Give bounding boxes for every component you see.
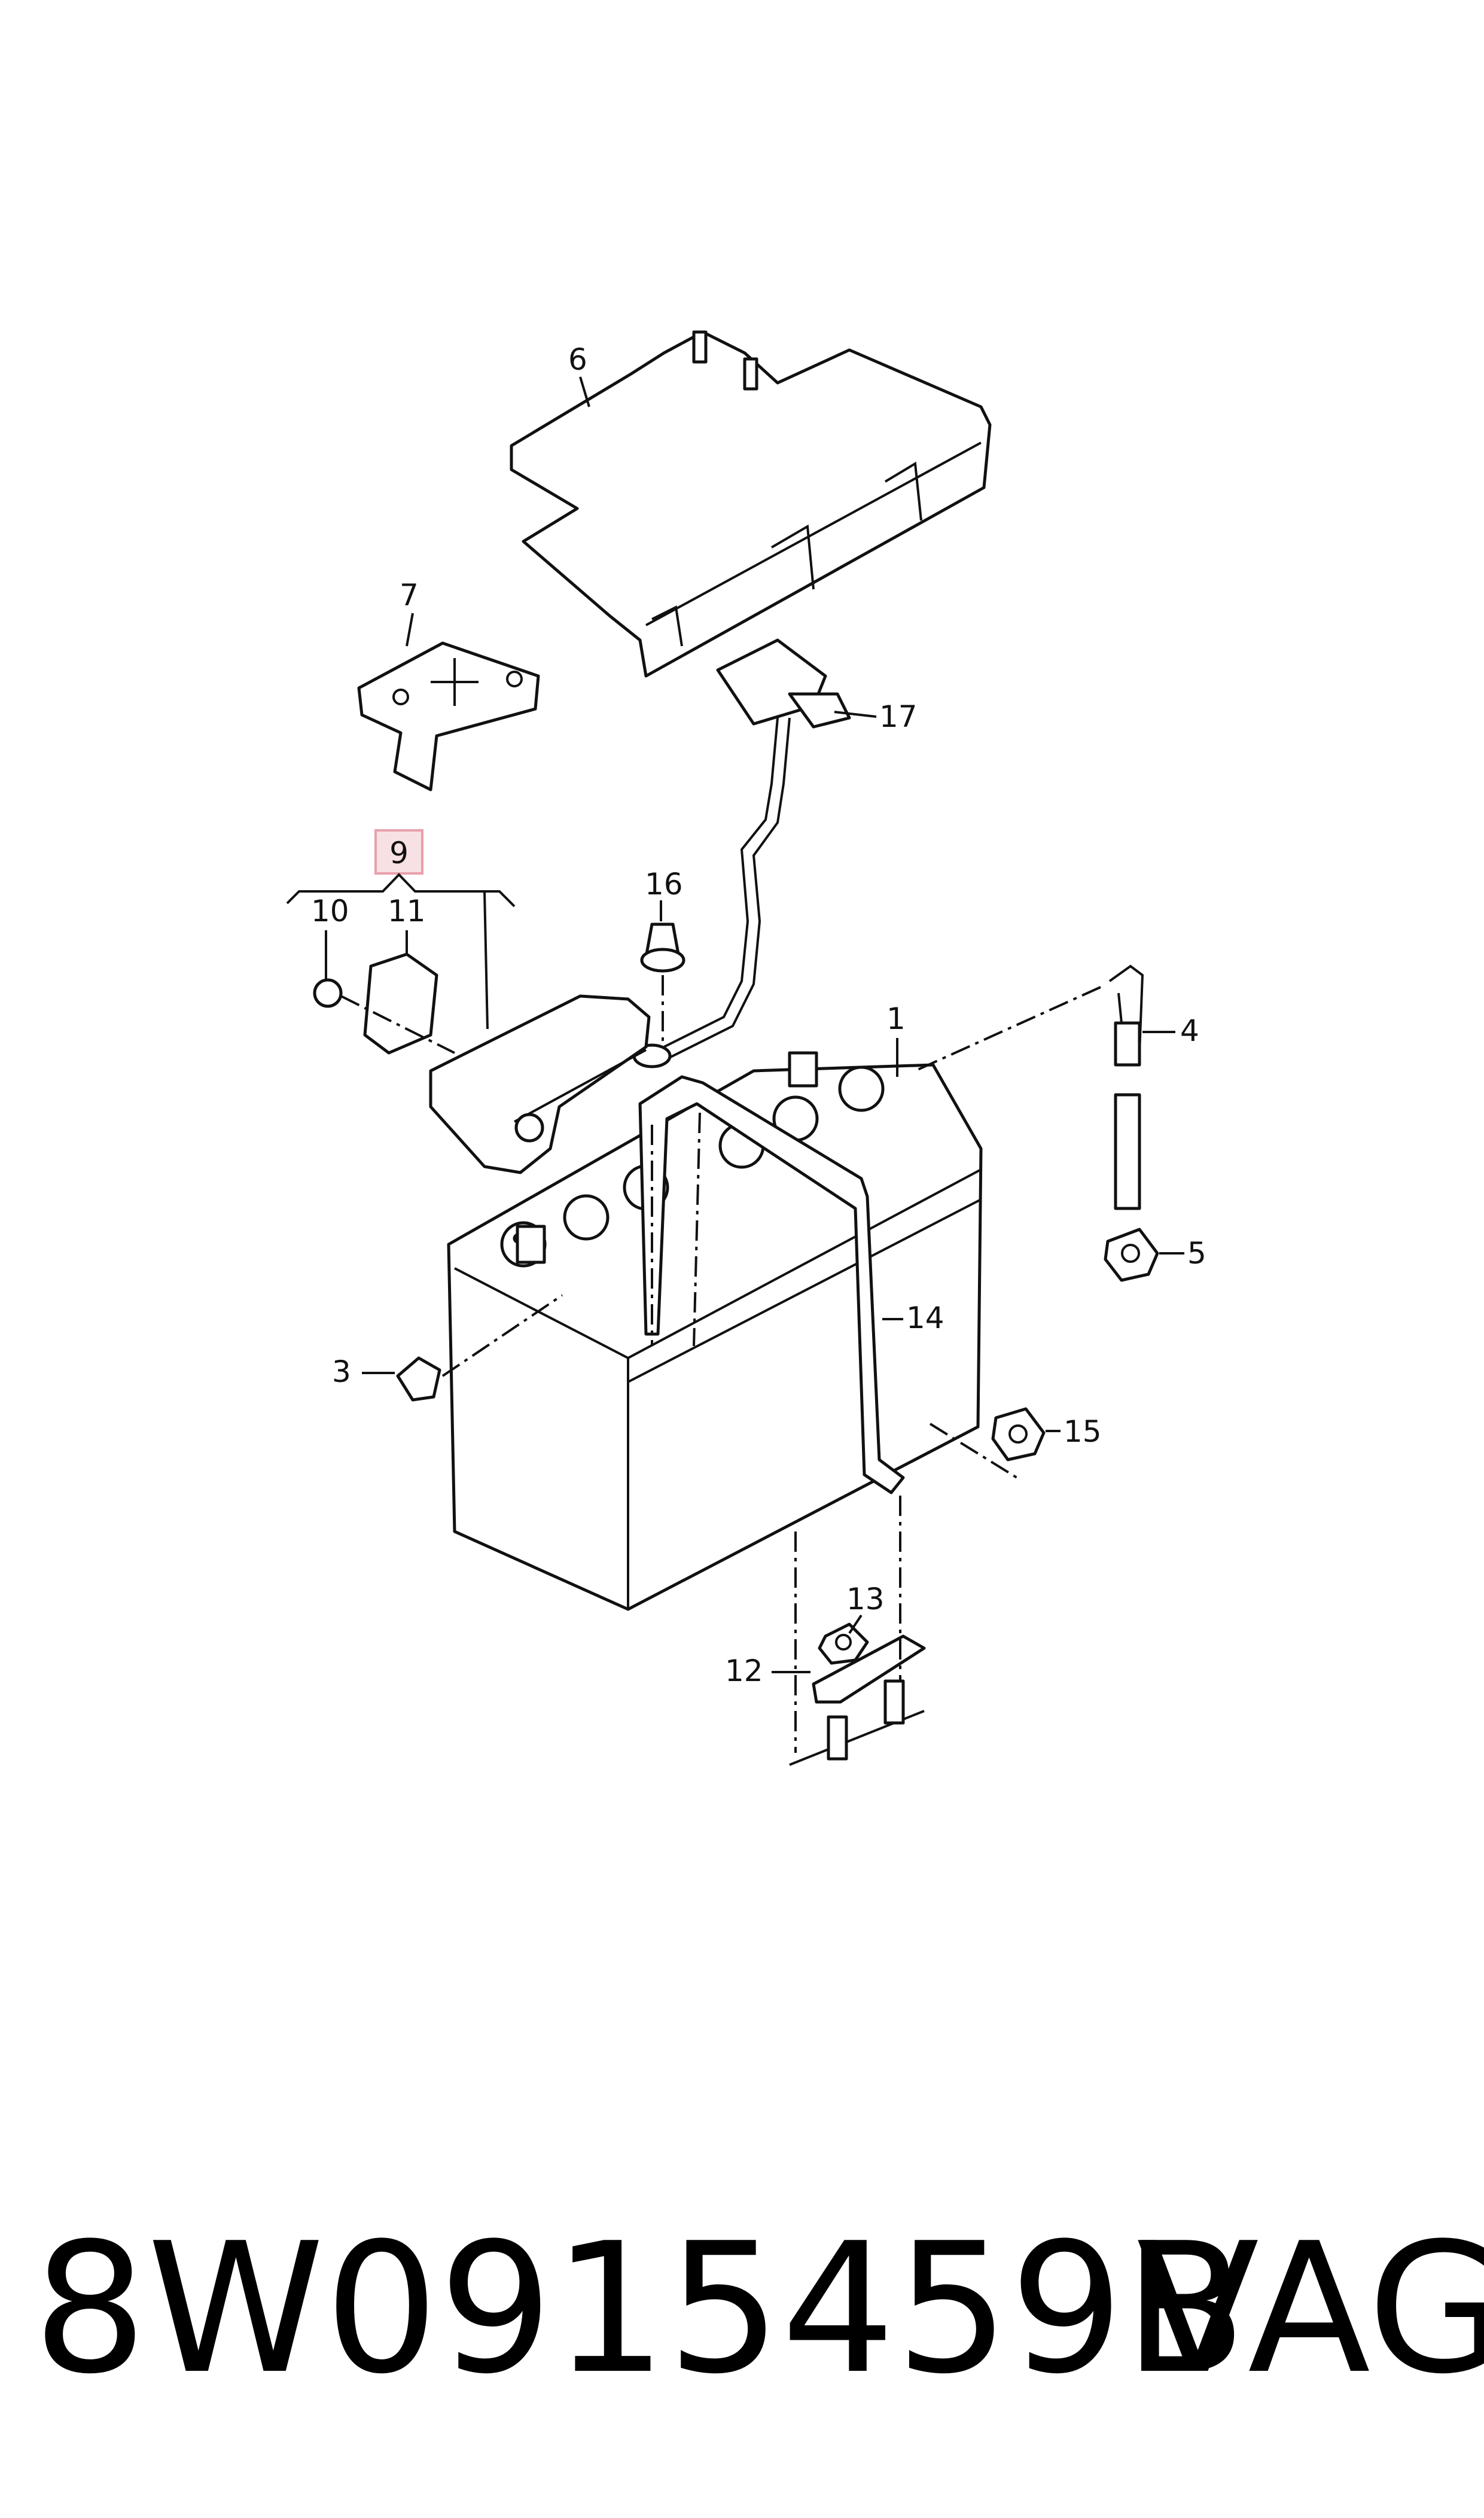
callout-13: 13 [846,1582,885,1616]
positive-terminal-group: 9 10 11 [286,829,651,1174]
callout-6: 6 [568,342,587,377]
vent-plug: 3 [332,1294,563,1402]
battery-clamp: 13 12 [725,1496,926,1766]
positive-lead: 4 [915,964,1199,1210]
callout-1: 1 [886,1001,906,1036]
terminal-bolt: 16 [640,867,685,1047]
callout-11: 11 [388,894,426,928]
battery-negative-cable: 17 [632,638,918,1068]
part-caption: 8W0915459B VAG [33,2205,1484,2413]
callout-9: 9 [389,836,409,870]
hex-nut-5: 5 [1104,1228,1206,1282]
battery-hold-down-strap: 14 [638,1075,944,1494]
callout-17: 17 [879,699,918,734]
callout-4: 4 [1180,1013,1199,1048]
positive-terminal-plate: 7 [357,578,540,791]
callout-7: 7 [400,578,419,613]
part-number: 8W0915459B [33,2205,1247,2413]
callout-16: 16 [645,867,683,902]
hex-nut-15: 15 [929,1407,1102,1479]
callout-15: 15 [1064,1414,1102,1449]
callout-3: 3 [332,1354,351,1389]
manufacturer: VAG [1136,2205,1484,2413]
callout-5: 5 [1187,1236,1206,1271]
callout-12: 12 [725,1654,763,1688]
callout-14: 14 [906,1301,944,1335]
callout-10: 10 [311,894,349,928]
battery-cover-tray: 6 [510,330,992,678]
